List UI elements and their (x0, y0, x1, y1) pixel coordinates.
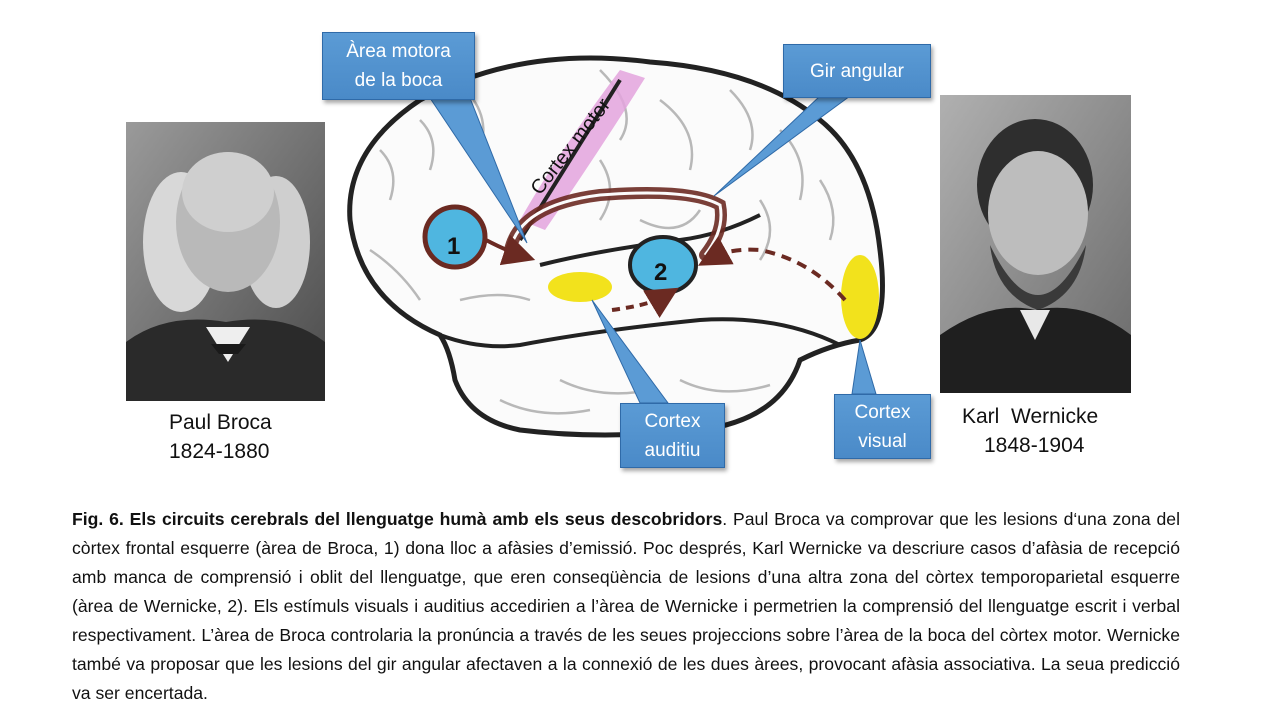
callout-auditory-line1: Cortex (644, 410, 701, 432)
broca-area (422, 204, 488, 270)
wernicke-years: 1848-1904 (984, 434, 1085, 457)
callout-angular-gyrus-text: Gir angular (810, 60, 904, 82)
callout-auditory-line2: auditiu (644, 439, 701, 461)
callout-visual-cortex: Cortex visual (834, 394, 931, 459)
callout-visual-line1: Cortex (854, 401, 911, 423)
broca-name: Paul Broca (169, 411, 272, 434)
auditory-cortex (548, 272, 612, 302)
wernicke-name: Karl Wernicke (962, 405, 1099, 428)
figure-caption-title: Fig. 6. Els circuits cerebrals del lleng… (72, 509, 723, 529)
callout-mouth-motor-area: Àrea motora de la boca (322, 32, 475, 100)
callout-visual-line2: visual (858, 430, 907, 452)
callout-mouth-motor-line2: de la boca (354, 70, 443, 91)
figure-caption-body: . Paul Broca va comprovar que les lesion… (72, 509, 1180, 703)
wernicke-area-label: 2 (654, 259, 667, 286)
visual-cortex (841, 255, 879, 339)
callout-auditory-cortex: Cortex auditiu (620, 403, 725, 468)
brain-outline (347, 55, 885, 438)
motor-cortex (520, 70, 645, 230)
arcuate-fasciculus (504, 187, 727, 261)
callout-angular-gyrus: Gir angular (783, 44, 931, 98)
wernicke-portrait (940, 95, 1131, 393)
broca-area-label: 1 (447, 233, 460, 260)
wernicke-area (628, 235, 698, 295)
figure-caption: Fig. 6. Els circuits cerebrals del lleng… (72, 505, 1180, 708)
broca-years: 1824-1880 (169, 440, 270, 463)
motor-cortex-label: Cortex motor (527, 94, 616, 199)
callout-mouth-motor-line1: Àrea motora (346, 41, 451, 62)
broca-portrait (126, 122, 325, 401)
